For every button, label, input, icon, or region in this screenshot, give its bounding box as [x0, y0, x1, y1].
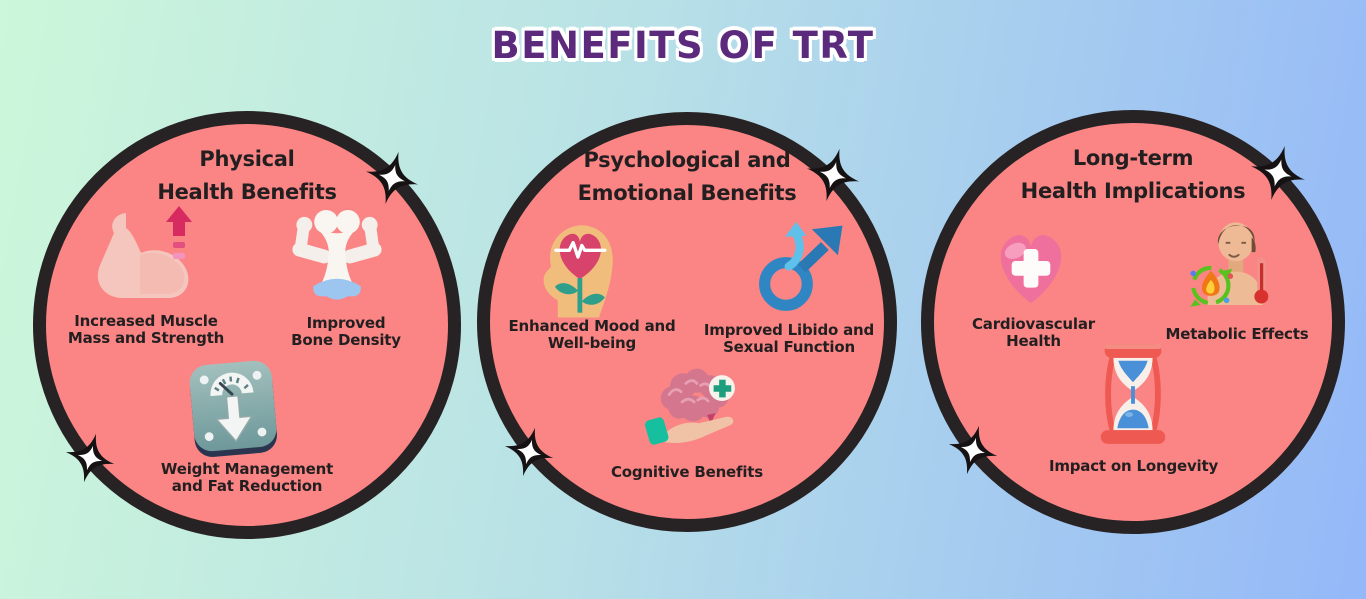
- label-impact-on-longevity: Impact on Longevity: [1031, 458, 1236, 475]
- sparkle-icon: [941, 418, 1004, 481]
- circle-title: Long-term Health Implications: [934, 142, 1332, 207]
- label-metabolic-effects: Metabolic Effects: [1137, 326, 1337, 343]
- label-line: Weight Management: [160, 460, 334, 478]
- weight-scale-icon: [179, 351, 287, 459]
- label-weight-management: Weight Management and Fat Reduction: [125, 461, 369, 495]
- label-line: Impact on Longevity: [1048, 457, 1219, 475]
- sparkle-icon: [799, 141, 867, 209]
- metabolism-man-icon: [1183, 212, 1285, 320]
- circle-title-line: Long-term: [1072, 146, 1194, 170]
- male-symbol-icon: [747, 220, 849, 322]
- label-bone-density: Improved Bone Density: [253, 315, 439, 349]
- label-line: Enhanced Mood and: [508, 317, 676, 335]
- label-enhanced-mood: Enhanced Mood and Well-being: [487, 318, 697, 352]
- label-line: Cognitive Benefits: [611, 463, 763, 481]
- bone-density-icon: [281, 205, 393, 309]
- circle-title: Physical Health Benefits: [46, 143, 448, 208]
- circle-title: Psychological and Emotional Benefits: [490, 144, 884, 209]
- sparkle-icon: [497, 420, 560, 483]
- label-cardiovascular-health: Cardiovascular Health: [931, 316, 1136, 350]
- label-line: Cardiovascular: [972, 315, 1095, 333]
- circle-title-line: Emotional Benefits: [577, 180, 797, 205]
- sparkle-icon: [1243, 138, 1313, 208]
- sparkle-icon: [358, 144, 426, 212]
- label-line: Mass and Strength: [67, 328, 225, 347]
- label-cognitive-benefits: Cognitive Benefits: [587, 464, 787, 481]
- head-heartbeat-flower-icon: [529, 218, 625, 320]
- label-line: Sexual Function: [723, 337, 855, 356]
- label-line: Bone Density: [291, 330, 401, 349]
- label-line: Improved Libido and: [703, 321, 875, 339]
- sparkle-icon: [58, 426, 121, 489]
- page-title: BENEFITS OF TRT: [491, 24, 875, 67]
- label-increased-muscle: Increased Muscle Mass and Strength: [39, 313, 253, 347]
- label-line: Metabolic Effects: [1165, 325, 1309, 343]
- label-improved-libido: Improved Libido and Sexual Function: [689, 322, 889, 356]
- brain-on-hand-icon: [645, 358, 747, 458]
- label-line: Increased Muscle: [74, 312, 218, 330]
- label-line: and Fat Reduction: [171, 476, 323, 495]
- label-line: Well-being: [547, 333, 637, 352]
- circle-title-line: Psychological and: [583, 148, 791, 172]
- flexed-bicep-icon: [79, 201, 201, 311]
- heart-medical-cross-icon: [985, 218, 1077, 315]
- hourglass-icon: [1089, 340, 1177, 448]
- label-line: Health: [1006, 331, 1061, 350]
- circle-title-line: Health Implications: [1020, 178, 1246, 203]
- circle-title-line: Health Benefits: [157, 179, 337, 204]
- circle-title-line: Physical: [199, 147, 295, 171]
- label-line: Improved: [306, 314, 386, 332]
